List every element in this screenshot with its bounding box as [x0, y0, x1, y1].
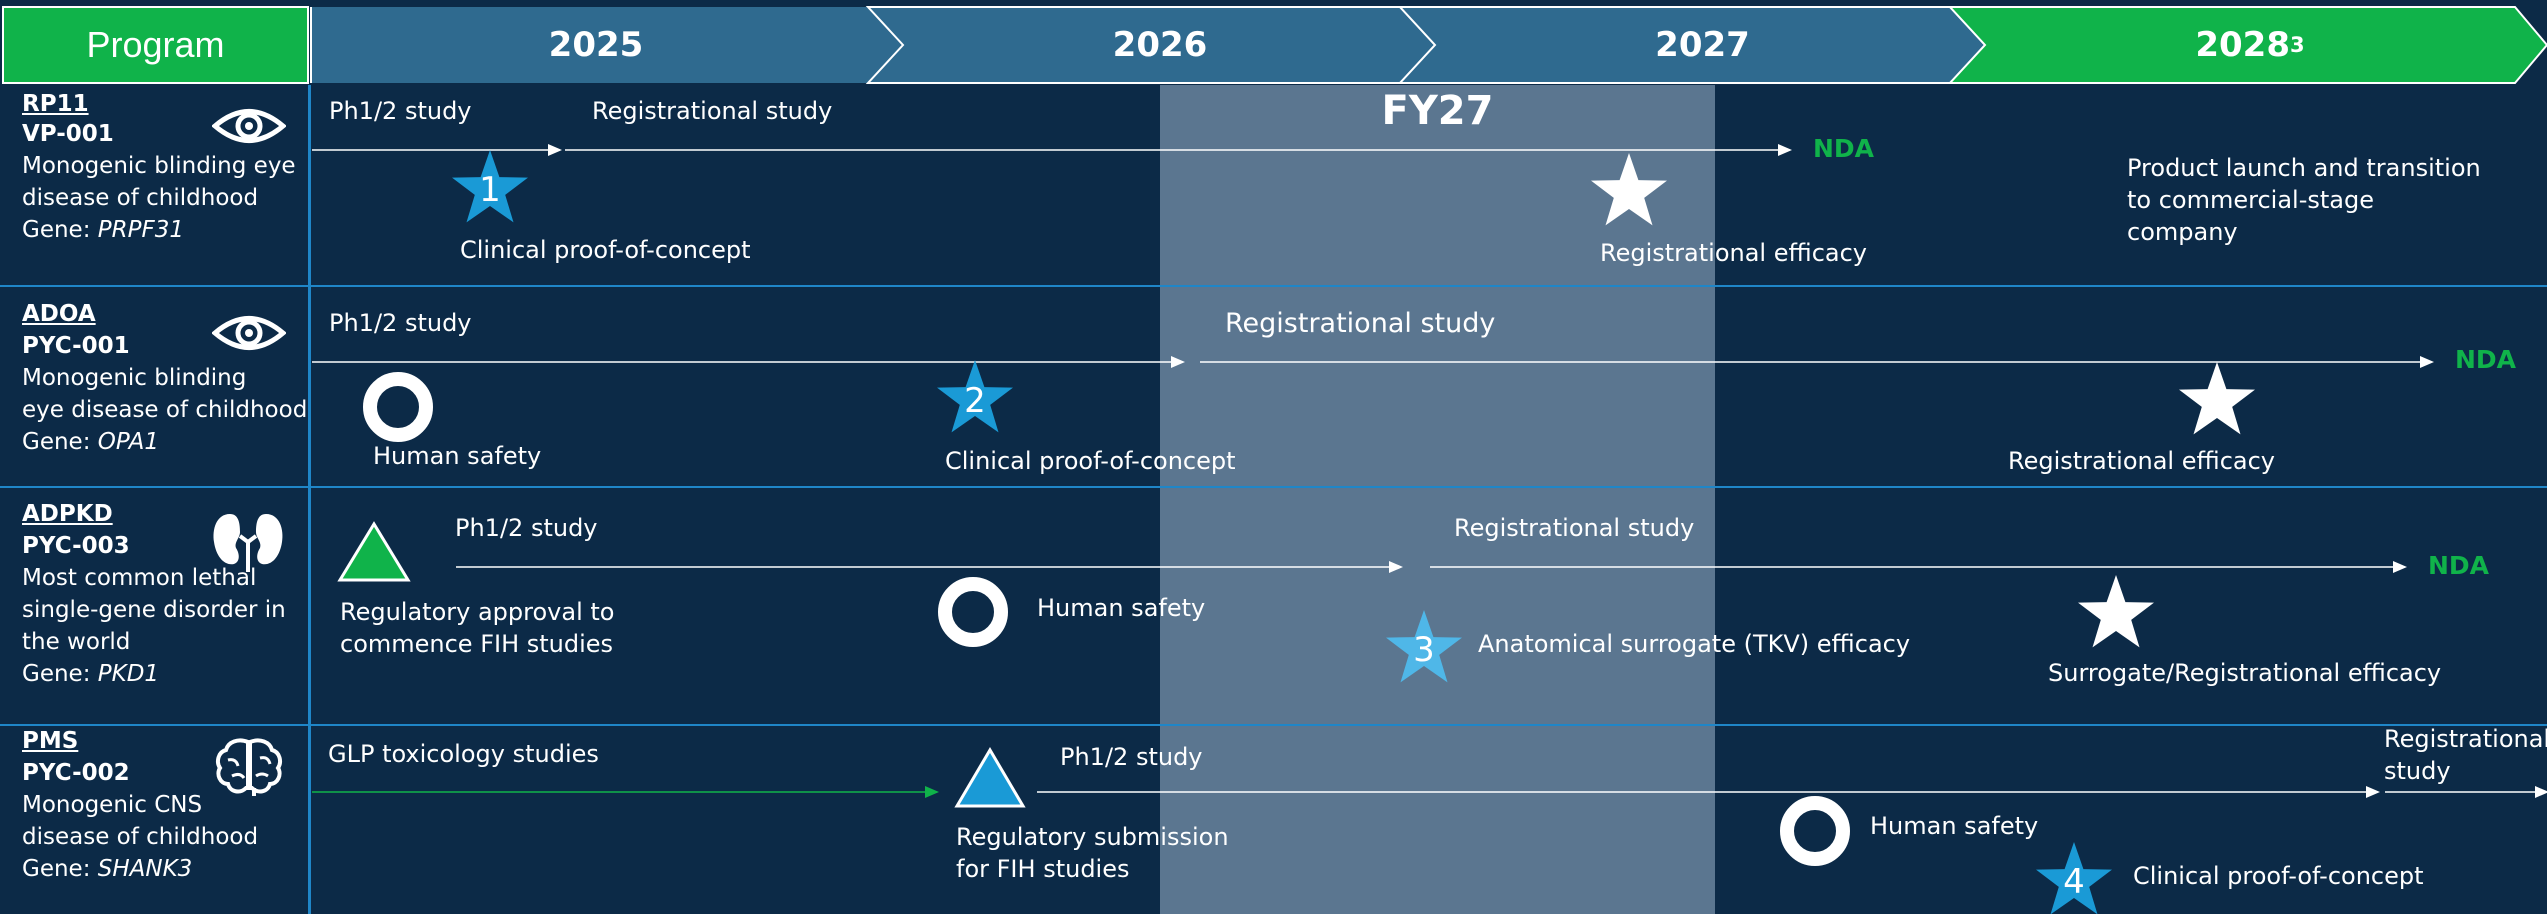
- phase-label: GLP toxicology studies: [328, 740, 599, 768]
- gene-name: PRPF31: [97, 217, 184, 243]
- phase-label: Registrational: [2384, 725, 2547, 753]
- milestone-label: Human safety: [1037, 594, 1206, 622]
- star-number: 4: [2063, 862, 2085, 902]
- gene-name: PKD1: [97, 661, 160, 687]
- row-label-pms: PMS PYC-002 Monogenic CNS disease of chi…: [22, 725, 328, 885]
- gene-label: Gene: OPA1: [22, 429, 159, 455]
- star-lightblue-icon: [1386, 610, 1462, 683]
- year-2026-header: 2026: [890, 7, 1430, 83]
- phase-label: Registrational study: [1225, 308, 1496, 339]
- kidney-icon: [213, 514, 283, 572]
- program-code: PYC-002: [22, 760, 130, 786]
- year-label: 2025: [548, 25, 644, 65]
- indication-label: RP11: [22, 91, 89, 117]
- phase-label: Ph1/2 study: [455, 514, 598, 542]
- milestone-label: Regulatory approval to: [340, 598, 615, 626]
- launch-line: company: [2127, 218, 2238, 246]
- description-line: single-gene disorder in: [22, 597, 286, 623]
- row-label-rp11: RP11 VP-001 Monogenic blinding eye disea…: [22, 88, 328, 246]
- gene-label: Gene: PKD1: [22, 661, 160, 687]
- triangle-blue-icon: [954, 747, 1026, 808]
- indication-label: PMS: [22, 728, 79, 754]
- brain-icon: [216, 738, 282, 796]
- milestone-label: Human safety: [1870, 812, 2039, 840]
- description-line: disease of childhood: [22, 185, 259, 211]
- star-number: 2: [964, 381, 986, 421]
- milestone-label: Registrational efficacy: [1600, 239, 1867, 267]
- milestone-label: Clinical proof-of-concept: [2133, 862, 2424, 890]
- star-number: 3: [1413, 630, 1435, 670]
- year-superscript: 3: [2290, 33, 2305, 57]
- milestone-label: Human safety: [373, 442, 542, 470]
- eye-icon: [212, 109, 286, 143]
- description-line: the world: [22, 629, 131, 655]
- phase-label: Registrational study: [1454, 514, 1695, 542]
- nda-label: NDA: [1813, 134, 1875, 163]
- milestone-label: Surrogate/Registrational efficacy: [2048, 659, 2442, 687]
- star-number: 1: [479, 170, 501, 210]
- nda-label: NDA: [2455, 345, 2517, 374]
- launch-line: to commercial-stage: [2127, 186, 2374, 214]
- gene-name: OPA1: [97, 429, 159, 455]
- year-label: 2026: [1112, 25, 1208, 65]
- year-2027-header: 2027: [1425, 7, 1980, 83]
- description-line: Monogenic blinding eye: [22, 153, 296, 179]
- row-label-adoa: ADOA PYC-001 Monogenic blinding eye dise…: [22, 298, 328, 458]
- program-code: PYC-001: [22, 333, 130, 359]
- phase-label: Ph1/2 study: [329, 97, 472, 125]
- phase-label: Ph1/2 study: [1060, 743, 1203, 771]
- indication-label: ADOA: [22, 301, 96, 327]
- nda-label: NDA: [2428, 551, 2490, 580]
- header-bar: [2, 6, 2547, 84]
- description-line: Monogenic CNS: [22, 792, 203, 818]
- star-blue-icon: [2036, 842, 2112, 914]
- triangle-green-icon: [337, 521, 411, 582]
- program-code: PYC-003: [22, 533, 130, 559]
- year-label: 2028: [2195, 25, 2290, 65]
- fy27-band: [1160, 85, 1715, 914]
- milestone-label: Regulatory submission: [956, 823, 1229, 851]
- phase-label: Ph1/2 study: [329, 309, 472, 337]
- gene-label: Gene: PRPF31: [22, 217, 184, 243]
- circle-icon: [1780, 796, 1850, 866]
- star-white-icon: [2179, 362, 2255, 435]
- year-label: 2027: [1655, 25, 1750, 65]
- milestone-label: Clinical proof-of-concept: [945, 447, 1236, 475]
- milestone-label: Anatomical surrogate (TKV) efficacy: [1478, 630, 1911, 658]
- row-label-adpkd: ADPKD PYC-003 Most common lethal single-…: [22, 498, 328, 690]
- eye-icon: [212, 316, 286, 350]
- circle-icon: [938, 577, 1008, 647]
- row-divider: [0, 724, 2547, 726]
- milestone-label: for FIH studies: [956, 855, 1130, 883]
- milestone-label: Registrational efficacy: [2008, 447, 2275, 475]
- indication-label: ADPKD: [22, 501, 113, 527]
- row-divider: [0, 285, 2547, 287]
- fy27-label: FY27: [1381, 88, 1494, 134]
- program-header: Program: [86, 24, 225, 65]
- milestone-label: Clinical proof-of-concept: [460, 236, 751, 264]
- year-2025-header: 2025: [311, 7, 881, 83]
- star-blue-icon: [937, 360, 1013, 433]
- star-white-icon: [2078, 575, 2154, 648]
- phase-label: study: [2384, 757, 2451, 785]
- left-column-divider: [308, 85, 311, 914]
- description-line: Most common lethal: [22, 565, 257, 591]
- description-line: disease of childhood: [22, 824, 259, 850]
- description-line: eye disease of childhood: [22, 397, 308, 423]
- row-divider: [0, 486, 2547, 488]
- star-blue-icon: [452, 150, 528, 223]
- description-line: Monogenic blinding: [22, 365, 247, 391]
- phase-label: Registrational study: [592, 97, 833, 125]
- program-code: VP-001: [22, 121, 114, 147]
- milestone-label: commence FIH studies: [340, 630, 614, 658]
- star-white-icon: [1591, 153, 1667, 226]
- gene-name: SHANK3: [97, 856, 193, 882]
- circle-icon: [363, 372, 433, 442]
- gene-label: Gene: SHANK3: [22, 856, 193, 882]
- launch-line: Product launch and transition: [2127, 154, 2481, 182]
